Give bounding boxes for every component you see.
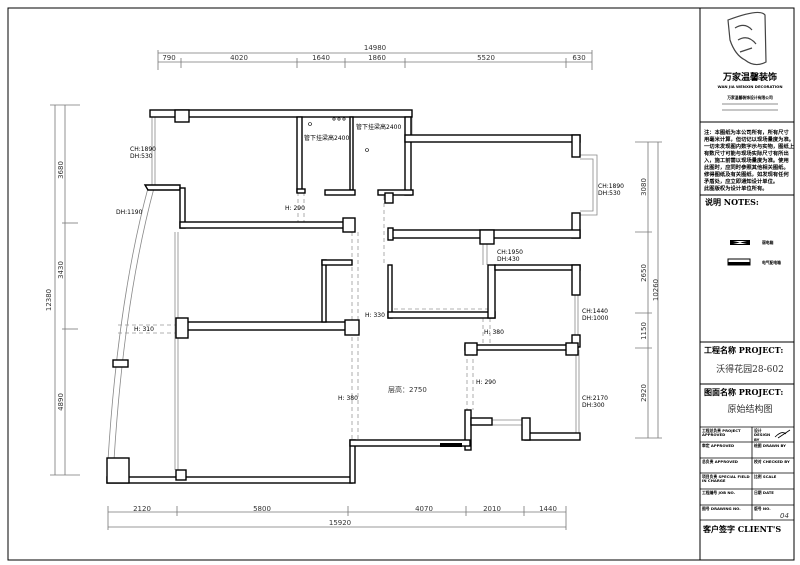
table-cell: 校对 CHECKED BY <box>754 459 790 464</box>
plan-labels: CH:1890 DH:530 DH:1190 管下挂梁高2400 管下挂梁高24… <box>116 123 624 409</box>
table-cell: 比例 SCALE <box>754 474 777 479</box>
window-spec-label: CH:2170 <box>582 395 608 402</box>
note-line: 修得图纸及有关图纸，如发现有任何 <box>703 170 789 178</box>
table-cell: 图号 DRAWING NO. <box>702 506 741 511</box>
window-spec-label: CH:1440 <box>582 308 608 315</box>
dim-bottom-total: 15920 <box>329 519 351 527</box>
window-spec-label: DH:530 <box>598 190 621 197</box>
project-label: 工程名称 PROJECT: <box>704 345 783 355</box>
beam-lines <box>118 192 491 440</box>
dim-top: 4020 <box>230 54 248 62</box>
dim-right: 2920 <box>640 384 648 402</box>
dim-right: 1150 <box>640 322 648 340</box>
project-name: 沃得花园28-602 <box>716 363 784 375</box>
left-dimensions: 3680 3430 4890 12380 <box>45 104 80 476</box>
beam-height-label: H: 330 <box>365 312 385 319</box>
table-cell: 总负责 APPROVED <box>702 459 738 464</box>
beam-height-label: H: 310 <box>134 326 154 333</box>
dim-right: 2650 <box>640 264 648 282</box>
note-line: 矛盾处，应立即通知设计单位。 <box>703 177 778 185</box>
signature-mark <box>774 429 791 439</box>
company-name-en: WAN JIA WENXIN DECORATION <box>717 84 782 89</box>
dim-top: 1860 <box>368 54 386 62</box>
window-spec-label: CH:1950 <box>497 249 523 256</box>
distribution-box-icon <box>727 258 751 266</box>
table-cell: 版号 NO. <box>754 506 771 511</box>
signature-table <box>700 426 794 521</box>
dim-top: 1640 <box>312 54 330 62</box>
top-dimensions: 14980 790 4020 1640 1860 5520 630 <box>157 44 593 70</box>
window-spec-label: DH:1190 <box>116 209 143 216</box>
dim-bottom: 5800 <box>253 505 271 513</box>
title-block: 万家温馨装饰 WAN JIA WENXIN DECORATION 万家温馨装饰设… <box>700 11 795 534</box>
dim-top: 790 <box>162 54 175 62</box>
table-cell: 日期 DATE <box>754 490 774 495</box>
floor-height-label: 层高：2750 <box>388 385 427 394</box>
company-subtitle: 万家温馨装饰设计有限公司 <box>726 95 773 100</box>
right-dimensions: 3080 2650 1150 2920 10260 <box>635 141 662 439</box>
table-cell: 工程总负责 PROJECT APPROVED <box>702 428 741 438</box>
window-spec-label: DH:300 <box>582 402 605 409</box>
notes-heading: 说明 NOTES: <box>705 197 759 207</box>
dim-left: 3430 <box>57 261 65 279</box>
dim-top-total: 14980 <box>364 44 386 52</box>
drawing-label: 图面名称 PROJECT: <box>704 387 783 397</box>
window-spec-label: CH:1890 <box>130 146 156 153</box>
dim-left-total: 12380 <box>45 289 53 311</box>
notes-text: 注：本图纸为本公司所有，所有尺寸 用毫米计算，但切记以现场量度为准。 一切未发现… <box>703 128 795 192</box>
beam-height-label: H: 380 <box>338 395 358 402</box>
dim-right-total: 10260 <box>652 279 660 301</box>
dim-left: 4890 <box>57 393 65 411</box>
note-line: 注：本图纸为本公司所有，所有尺寸 <box>704 128 789 136</box>
dim-top: 5520 <box>477 54 495 62</box>
weak-current-box-icon <box>730 240 750 245</box>
window-spec-label: DH:1000 <box>582 315 609 322</box>
dim-bottom: 1440 <box>539 505 557 513</box>
company-logo: 万家温馨装饰 WAN JIA WENXIN DECORATION 万家温馨装饰设… <box>717 11 783 111</box>
beam-height-label: H: 290 <box>285 205 305 212</box>
window-spec-label: DH:530 <box>130 153 153 160</box>
beam-note: 管下挂梁高2400 <box>356 123 401 131</box>
note-line: 一切未发现图内数字示与实物，图纸上 <box>704 142 795 150</box>
drawing-name: 原始结构图 <box>727 403 772 415</box>
dim-top: 630 <box>572 54 585 62</box>
client-signature-label: 客户签字 CLIENT'S <box>702 524 781 534</box>
note-line: 入，施工前需以现场量度为准。使用 <box>703 156 789 164</box>
table-cell: 审定 APPROVED <box>702 443 735 448</box>
dim-bottom: 2010 <box>483 505 501 513</box>
beam-height-label: H: 380 <box>484 329 504 336</box>
window-spec-label: CH:1890 <box>598 183 624 190</box>
note-line: 有数尺寸可能与现场实际尺寸有所出 <box>704 149 789 157</box>
table-cell: 工程编号 JOB NO. <box>702 490 736 495</box>
dim-left: 3680 <box>57 161 65 179</box>
dim-right: 3080 <box>640 178 648 196</box>
company-name: 万家温馨装饰 <box>722 71 777 83</box>
dim-bottom: 4070 <box>415 505 433 513</box>
table-cell: 设计 DESIGN BY <box>754 428 771 442</box>
table-cell: 项目负责 SPECIAL FIELD IN CHARGE <box>702 474 750 484</box>
bottom-dimensions: 2120 5800 4070 2010 1440 15920 <box>107 505 567 530</box>
note-line: 此图版权为设计单位所有。 <box>704 184 768 192</box>
window-spec-label: DH:430 <box>497 256 520 263</box>
drawing-frame <box>7 7 795 561</box>
legend-label: 电气配电箱 <box>762 260 781 265</box>
beam-height-label: H: 290 <box>476 379 496 386</box>
table-cell: 绘图 DRAWN BY <box>754 443 786 448</box>
beam-note: 管下挂梁高2400 <box>304 134 349 142</box>
legend-label: 弱电箱 <box>762 240 774 245</box>
note-line: 此图时，应同时参照其他相关图纸。 <box>704 163 789 171</box>
note-line: 用毫米计算，但切记以现场量度为准。 <box>703 135 794 143</box>
walls <box>106 109 581 484</box>
distribution-box-marker <box>440 443 462 447</box>
dim-bottom: 2120 <box>133 505 151 513</box>
sheet-number: 04 <box>780 512 789 520</box>
